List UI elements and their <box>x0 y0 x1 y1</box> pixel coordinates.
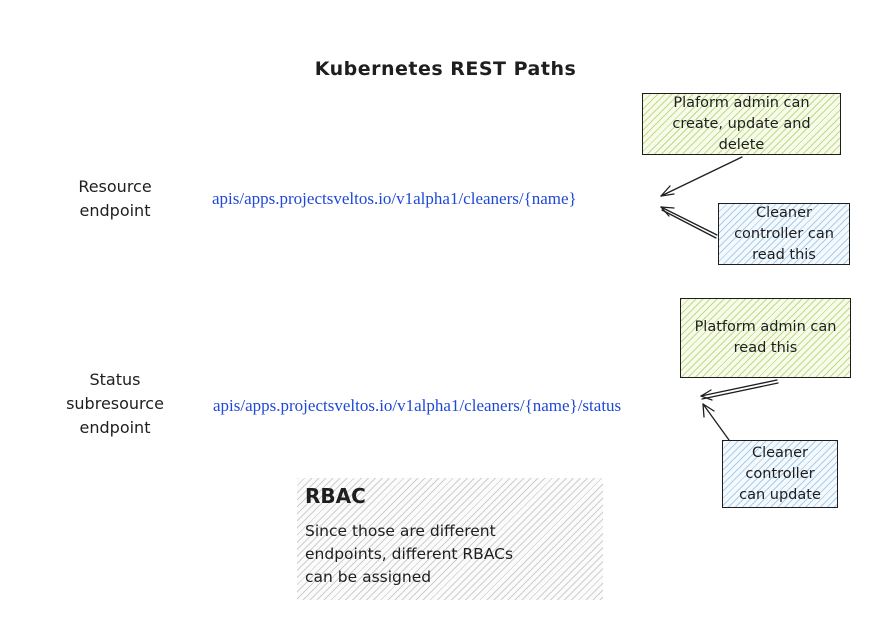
resource-admin-arrow <box>660 156 743 197</box>
rbac-note: RBAC Since those are different endpoints… <box>297 478 603 600</box>
rbac-body: Since those are different endpoints, dif… <box>305 520 595 589</box>
diagram-title: Kubernetes REST Paths <box>314 58 577 80</box>
status-admin-note-line: Platform admin can <box>694 319 837 335</box>
resource-controller-note-line: Cleaner <box>755 204 813 221</box>
status-label-line3: endpoint <box>79 418 151 437</box>
status-controller-note: Cleaner controller can update <box>722 440 838 508</box>
rbac-body-line: can be assigned <box>305 568 432 586</box>
rbac-title: RBAC <box>305 484 366 508</box>
status-endpoint-path: apis/apps.projectsveltos.io/v1alpha1/cle… <box>213 396 622 415</box>
resource-admin-note: Plaform admin can create, update and del… <box>642 93 841 155</box>
status-admin-arrow <box>700 379 779 401</box>
resource-admin-note-line: Plaform admin can <box>673 94 810 111</box>
resource-controller-note: Cleaner controller can read this <box>718 203 850 265</box>
status-admin-note: Platform admin can read this <box>680 298 851 378</box>
rbac-body-line: endpoints, different RBACs <box>305 545 514 563</box>
resource-admin-note-line: delete <box>718 136 765 153</box>
status-controller-note-line: controller <box>745 465 815 482</box>
resource-admin-note-line: create, update and <box>672 115 811 132</box>
resource-endpoint-path: apis/apps.projectsveltos.io/v1alpha1/cle… <box>212 189 577 208</box>
status-endpoint-label: Status subresource endpoint <box>55 368 175 440</box>
status-controller-note-line: Cleaner <box>751 444 809 461</box>
status-label-line2: subresource <box>66 394 164 413</box>
resource-controller-note-line: controller can <box>734 225 834 242</box>
status-label-line1: Status <box>89 370 141 389</box>
status-controller-note-line: can update <box>739 486 821 503</box>
resource-label-line2: endpoint <box>79 201 151 220</box>
resource-controller-note-line: read this <box>752 246 816 263</box>
status-admin-note-line: read this <box>733 340 798 356</box>
status-controller-arrow <box>702 403 730 441</box>
rbac-body-line: Since those are different <box>305 522 496 540</box>
resource-controller-arrow <box>660 206 718 239</box>
resource-label-line1: Resource <box>78 177 152 196</box>
resource-endpoint-label: Resource endpoint <box>55 175 175 223</box>
